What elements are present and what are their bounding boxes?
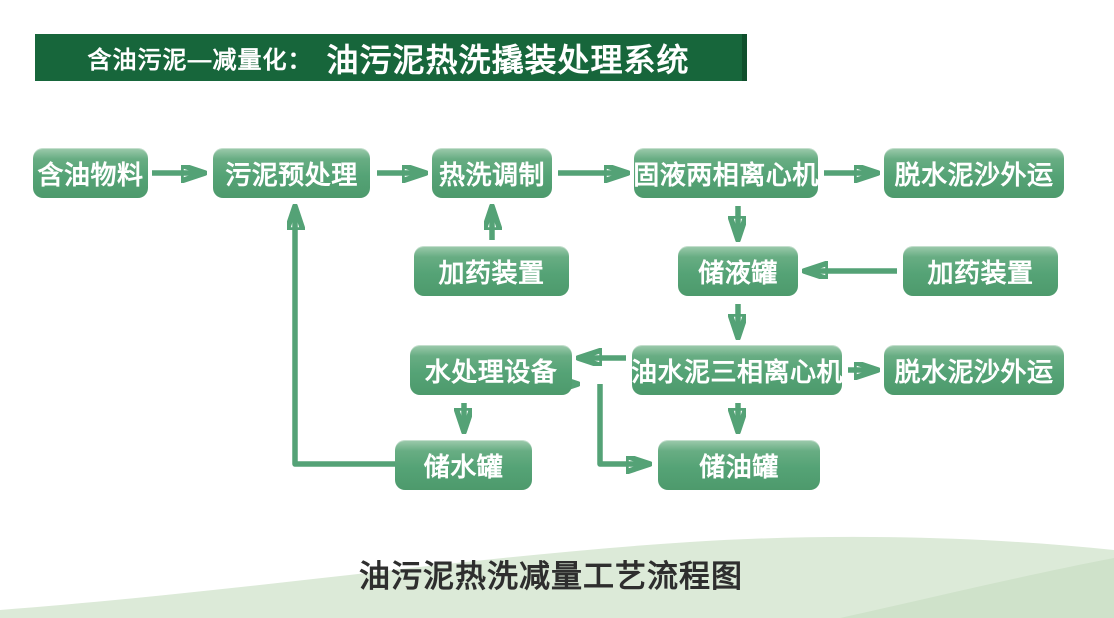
node-sludge-pretreatment: 污泥预处理 bbox=[213, 148, 370, 198]
wave-main-shape bbox=[0, 536, 1114, 618]
node-water-treatment-equipment: 水处理设备 bbox=[410, 345, 572, 395]
page-title: 油污泥热洗撬装处理系统 bbox=[326, 41, 690, 78]
wave-accent-shape bbox=[840, 558, 1114, 618]
node-dewatered-sand-outbound-top: 脱水泥沙外运 bbox=[884, 148, 1064, 198]
node-dewatered-sand-outbound-bottom: 脱水泥沙外运 bbox=[884, 345, 1064, 395]
header-bar: 含油污泥—减量化： 油污泥热洗撬装处理系统 bbox=[35, 34, 747, 81]
node-water-storage-tank: 储水罐 bbox=[395, 440, 532, 490]
node-oil-storage-tank: 储油罐 bbox=[658, 440, 820, 490]
node-oily-material: 含油物料 bbox=[33, 148, 148, 198]
node-dosing-unit-left: 加药装置 bbox=[414, 246, 569, 296]
diagram-caption: 油污泥热洗减量工艺流程图 bbox=[359, 559, 743, 594]
node-dosing-unit-right: 加药装置 bbox=[903, 246, 1058, 296]
header-prefix: 含油污泥—减量化： bbox=[87, 47, 313, 74]
node-hot-wash-conditioning: 热洗调制 bbox=[432, 148, 552, 198]
node-solid-liquid-two-phase-centrifuge: 固液两相离心机 bbox=[633, 148, 818, 198]
footer-wave bbox=[0, 536, 1114, 618]
arrow-watertreatment-to-oiltank bbox=[597, 384, 648, 464]
node-oil-water-sludge-three-phase-centrifuge: 油水泥三相离心机 bbox=[631, 345, 843, 395]
arrow-watertank-recycle-to-pretreatment bbox=[295, 208, 395, 467]
node-liquid-storage-tank: 储液罐 bbox=[678, 246, 798, 296]
